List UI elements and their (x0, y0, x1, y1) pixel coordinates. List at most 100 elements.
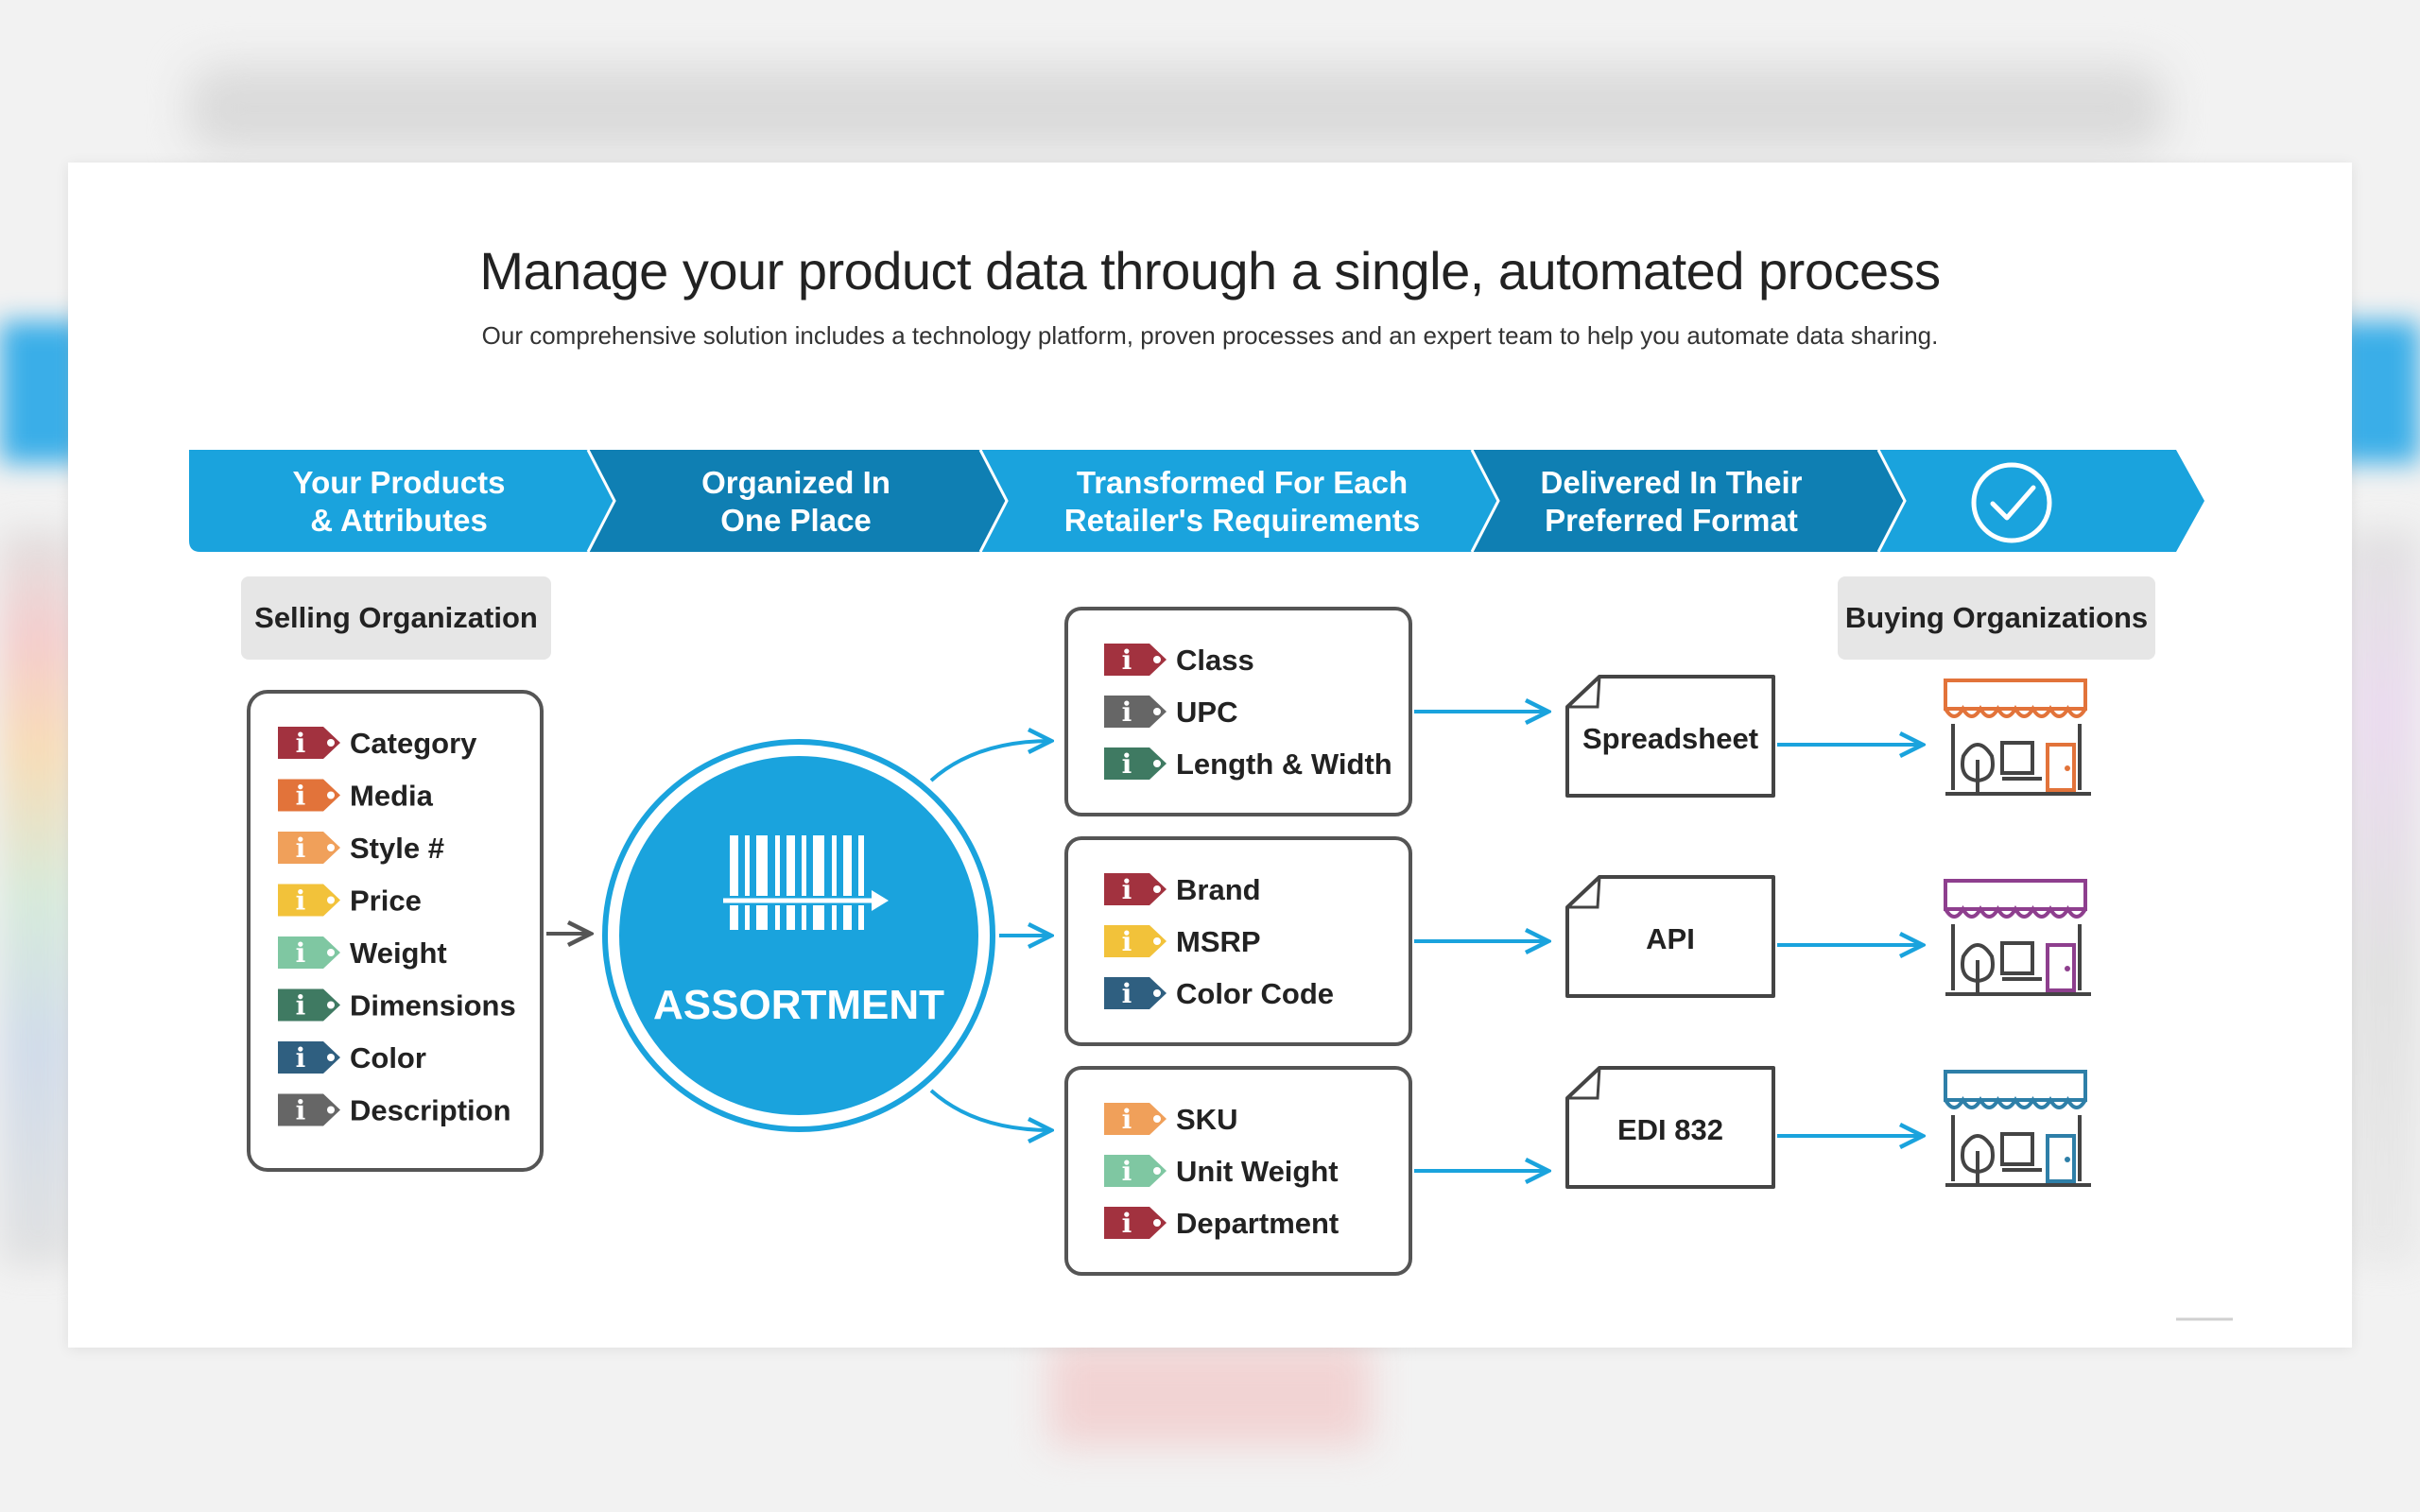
page-subtitle: Our comprehensive solution includes a te… (481, 321, 1939, 350)
info-tag-icon: i (1104, 1155, 1167, 1187)
svg-text:i: i (296, 885, 306, 917)
format-label: EDI 832 (1617, 1113, 1723, 1146)
info-tag-icon: i (1104, 1103, 1167, 1135)
requirement-item: i Unit Weight (1104, 1155, 1339, 1188)
info-tag-icon: i (278, 779, 340, 812)
attribute-label: Category (350, 727, 477, 760)
buying-organizations-label: Buying Organizations (1838, 576, 2155, 660)
svg-text:i: i (1122, 874, 1132, 905)
requirement-label: Class (1176, 644, 1254, 677)
attribute-label: Description (350, 1094, 511, 1127)
barcode-icon (723, 835, 889, 930)
format-label: Spreadsheet (1582, 722, 1758, 755)
svg-text:i: i (1122, 696, 1132, 728)
svg-text:Selling Organization: Selling Organization (254, 601, 538, 634)
chevron-divider-3 (1470, 449, 1500, 553)
svg-text:Buying Organizations: Buying Organizations (1845, 601, 2148, 634)
info-tag-icon: i (278, 832, 340, 864)
infographic-card: Manage your product data through a singl… (68, 163, 2352, 1348)
banner-segment-4 (1472, 450, 1905, 552)
info-tag-icon: i (278, 988, 340, 1022)
chevron-divider-4 (1876, 449, 1907, 553)
attribute-item: i Category (278, 727, 477, 760)
stage-1-line-2: & Attributes (310, 503, 488, 538)
attribute-label: Color (350, 1041, 426, 1074)
blurred-header-band (189, 66, 2165, 151)
selling-organization-label: Selling Organization (241, 576, 551, 660)
attribute-label: Media (350, 780, 434, 813)
process-banner: Your Products & Attributes Organized In … (189, 449, 2204, 553)
requirement-label: Brand (1176, 873, 1261, 906)
svg-text:i: i (296, 833, 306, 864)
format-document: Spreadsheet (1565, 675, 1923, 798)
svg-text:i: i (296, 1042, 306, 1074)
stage-1-line-1: Your Products (293, 465, 506, 500)
svg-text:i: i (1122, 978, 1132, 1009)
requirement-label: SKU (1176, 1103, 1237, 1136)
stage-4-line-2: Preferred Format (1545, 503, 1798, 538)
assortment-hub: ASSORTMENT (602, 739, 995, 1132)
attribute-item: i Color (278, 1041, 426, 1074)
info-tag-icon: i (278, 1041, 340, 1074)
info-tag-icon: i (1104, 925, 1167, 957)
format-document: API (1565, 874, 1923, 998)
attribute-label: Style # (350, 832, 444, 865)
attribute-item: i Price (278, 884, 422, 918)
attribute-label: Price (350, 885, 422, 918)
blurred-bottom-element (1049, 1342, 1371, 1446)
stage-3-line-1: Transformed For Each (1077, 465, 1408, 500)
arrow-hub-to-group-3 (929, 1089, 1051, 1130)
info-tag-icon: i (1104, 644, 1167, 676)
svg-text:i: i (296, 728, 306, 759)
requirement-item: i Class (1104, 644, 1254, 677)
storefront-icon (1944, 1070, 2091, 1187)
chevron-divider-1 (586, 449, 616, 553)
attribute-item: i Weight (278, 936, 447, 970)
info-tag-icon: i (1104, 747, 1167, 780)
buying-organization-stores (1944, 679, 2091, 1187)
document-icon (1565, 1066, 1775, 1189)
hub-label: ASSORTMENT (653, 982, 944, 1028)
stage-4-line-1: Delivered In Their (1541, 465, 1803, 500)
attribute-label: Dimensions (350, 989, 516, 1022)
stage-3-line-2: Retailer's Requirements (1064, 503, 1421, 538)
svg-text:i: i (1122, 644, 1132, 676)
stage-2-line-1: Organized In (701, 465, 890, 500)
info-tag-icon: i (278, 884, 340, 917)
svg-text:i: i (1122, 1156, 1132, 1187)
storefront-icon (1944, 679, 2091, 796)
info-tag-icon: i (1104, 696, 1167, 728)
requirement-label: MSRP (1176, 925, 1261, 958)
svg-text:i: i (1122, 748, 1132, 780)
blurred-sidebar-right (2344, 529, 2420, 1266)
attribute-label: Weight (350, 936, 447, 970)
info-tag-icon: i (278, 936, 340, 969)
requirement-label: Unit Weight (1176, 1155, 1339, 1188)
stage-2-line-2: One Place (720, 503, 872, 538)
info-tag-icon: i (1104, 1207, 1167, 1239)
page-title: Manage your product data through a singl… (479, 241, 1941, 301)
banner-segment-2 (588, 450, 1007, 552)
svg-text:i: i (296, 990, 306, 1022)
document-icon (1565, 874, 1775, 998)
attribute-item: i Style # (278, 832, 444, 865)
info-tag-icon: i (278, 727, 340, 759)
arrow-hub-to-group-1 (929, 741, 1051, 782)
blurred-sidebar-left (0, 529, 76, 1266)
requirement-label: UPC (1176, 696, 1237, 729)
svg-text:i: i (1122, 1104, 1132, 1135)
requirement-label: Department (1176, 1207, 1339, 1240)
svg-text:i: i (1122, 1208, 1132, 1239)
info-tag-icon: i (278, 1093, 340, 1126)
chevron-divider-2 (978, 449, 1009, 553)
info-tag-icon: i (1104, 873, 1167, 905)
attribute-item: i Dimensions (278, 988, 516, 1022)
process-diagram: Your Products & Attributes Organized In … (189, 449, 2233, 1321)
svg-text:i: i (296, 1095, 306, 1126)
